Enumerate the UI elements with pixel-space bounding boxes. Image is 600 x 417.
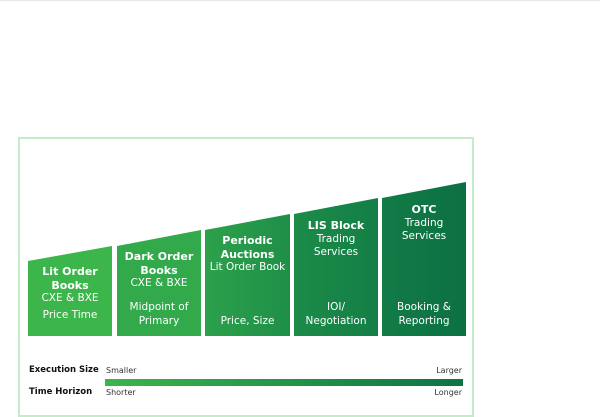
time-horizon-label: Time Horizon: [29, 387, 93, 397]
column-title: Dark Order Books: [124, 250, 194, 277]
column-detail: IOI/ Negotiation: [305, 301, 367, 327]
column-title: Periodic Auctions: [220, 234, 275, 261]
column-title: Lit Order Books: [42, 265, 98, 292]
column-subtitle: CXE & BXE: [130, 277, 188, 289]
column-lit-order-books: Lit Order Books CXE & BXE Price Time: [28, 246, 112, 336]
column-detail: Price Time: [42, 308, 98, 321]
scale-gradient-bar: [105, 379, 463, 386]
column-otc: OTC Trading Services Booking & Reporting: [382, 182, 466, 336]
column-dark-order-books: Dark Order Books CXE & BXE Midpoint of P…: [117, 230, 201, 336]
top-divider: [0, 0, 600, 1]
column-title: OTC: [411, 203, 437, 216]
column-lis-block: LIS Block Trading Services IOI/ Negotiat…: [294, 198, 378, 336]
smaller-label: Smaller: [106, 366, 137, 375]
column-subtitle: Lit Order Book: [209, 261, 286, 273]
column-title: LIS Block: [307, 219, 365, 232]
shorter-label: Shorter: [106, 388, 136, 397]
column-subtitle: CXE & BXE: [41, 292, 99, 304]
column-periodic-auctions: Periodic Auctions Lit Order Book Price, …: [205, 214, 290, 336]
column-detail: Booking & Reporting: [397, 301, 451, 327]
column-detail: Price, Size: [220, 314, 275, 327]
larger-label: Larger: [436, 366, 462, 375]
execution-size-label: Execution Size: [29, 365, 99, 375]
column-subtitle: Trading Services: [401, 216, 447, 243]
longer-label: Longer: [434, 388, 462, 397]
column-subtitle: Trading Services: [313, 232, 359, 259]
column-detail: Midpoint of Primary: [129, 301, 189, 327]
